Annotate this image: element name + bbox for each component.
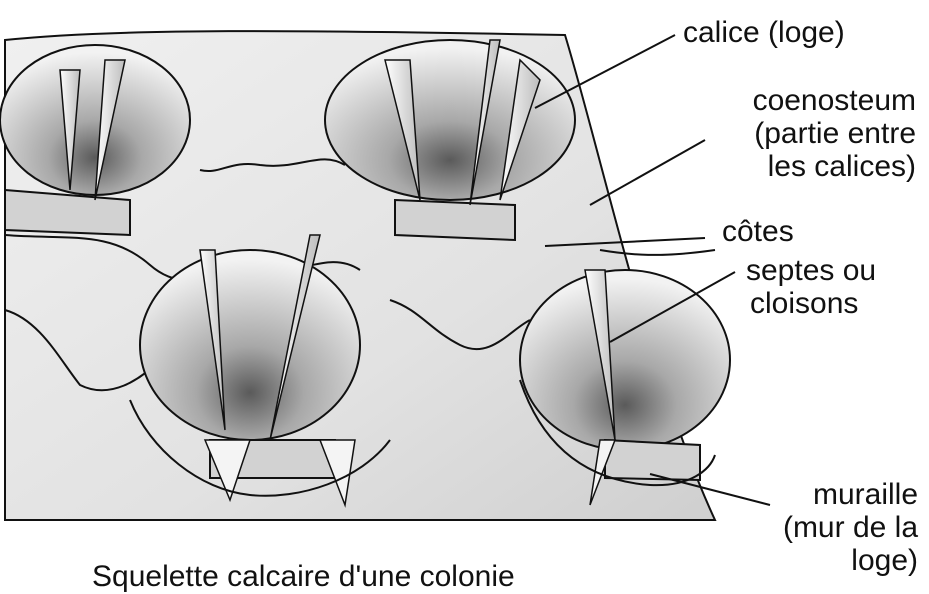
leader-coenosteum [590,140,705,205]
label-muraille-line1: muraille [710,478,918,511]
label-coenosteum-line1: coenosteum [716,84,916,117]
label-coenosteum: coenosteum (partie entre les calices) [716,84,916,183]
label-calice: calice (loge) [683,16,845,49]
label-coenosteum-line2: (partie entre [716,117,916,150]
label-muraille-line2: (mur de la [710,511,918,544]
label-muraille-line3: loge) [710,544,918,577]
label-coenosteum-line3: les calices) [716,150,916,183]
label-septes: septes ou cloisons [746,254,876,320]
label-muraille: muraille (mur de la loge) [710,478,918,577]
diagram-caption: Squelette calcaire d'une colonie [92,560,515,594]
label-septes-line2: cloisons [750,287,876,320]
label-cotes: côtes [722,215,794,248]
label-septes-line1: septes ou [746,254,876,287]
